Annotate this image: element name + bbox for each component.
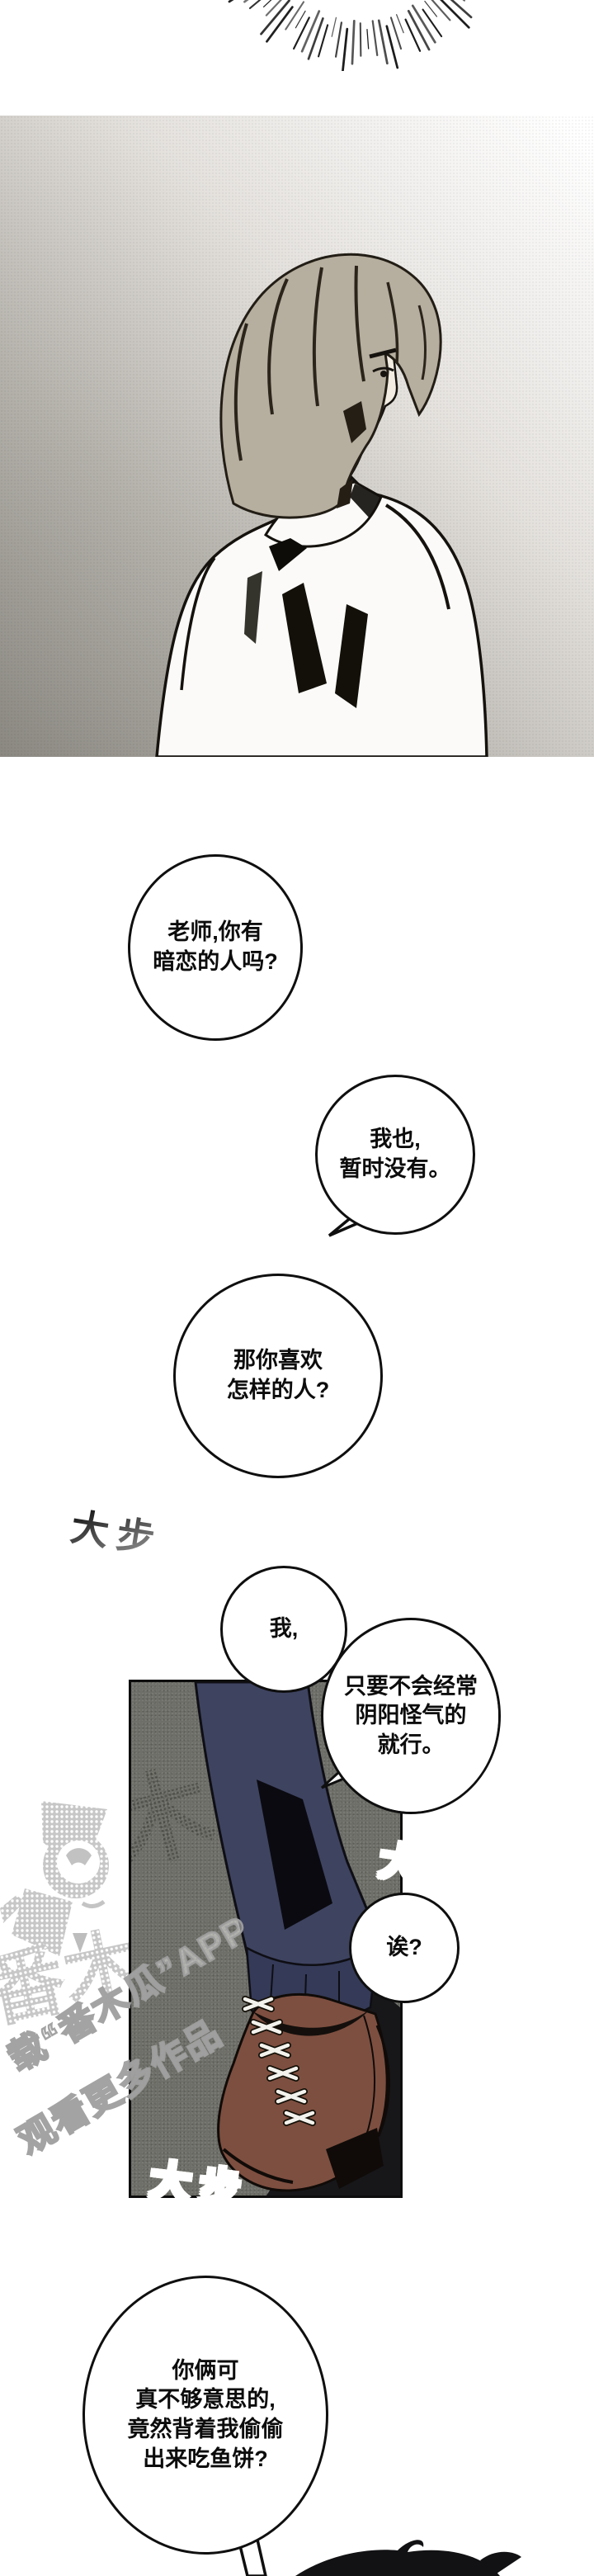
collar-shadow bbox=[269, 538, 307, 571]
bubble-5-line: 阴阳怪气的 bbox=[355, 1703, 467, 1728]
boot-sole-line bbox=[222, 2148, 294, 2184]
hair-shadow bbox=[343, 401, 366, 443]
panel-portrait bbox=[0, 116, 594, 759]
bubble-5-fill bbox=[324, 1621, 498, 1812]
mascot-body bbox=[12, 1888, 73, 1956]
portrait-art bbox=[155, 253, 488, 759]
hair-strand bbox=[267, 278, 289, 415]
nape-shadow bbox=[337, 479, 353, 508]
bubble-4-fill bbox=[224, 1569, 344, 1690]
eye-iris bbox=[380, 371, 387, 377]
eye bbox=[372, 366, 394, 373]
speech-bubble-4-text: 我, bbox=[220, 1566, 347, 1693]
boot-ankle-shadow bbox=[252, 2009, 370, 2036]
bubble-3-line: 怎样的人? bbox=[226, 1378, 330, 1402]
bubble-7-line: 真不够意思的, bbox=[135, 2387, 276, 2413]
bubble-7-line: 出来吃鱼饼? bbox=[143, 2446, 268, 2471]
hair-strand bbox=[386, 281, 399, 364]
bubble-3-line: 那你喜欢 bbox=[233, 1348, 323, 1373]
bubble-6-line: 诶? bbox=[386, 1935, 422, 1960]
bubble-2-line: 我也, bbox=[370, 1127, 421, 1152]
speech-bubble-6: 诶? bbox=[349, 1893, 460, 2003]
sleeve-seam bbox=[384, 503, 450, 610]
speech-bubble-3: 那你喜欢 怎样的人? bbox=[173, 1274, 383, 1478]
collar-shadow bbox=[350, 484, 381, 518]
boot-toecap-line bbox=[375, 2025, 390, 2137]
bubble-7-line: 竟然背着我偷偷 bbox=[127, 2417, 284, 2441]
boot-heel-shadow bbox=[326, 2128, 384, 2189]
bubble-7-line: 你俩可 bbox=[172, 2357, 239, 2383]
bubble-2-line: 暂时没有。 bbox=[339, 1156, 451, 1181]
mascot-pupil bbox=[66, 1848, 92, 1865]
bubble-4-line: 我, bbox=[269, 1616, 299, 1642]
hair-strand bbox=[354, 265, 365, 382]
boot-laces bbox=[242, 1996, 316, 2126]
hair-strand bbox=[417, 305, 427, 380]
bottom-character-hair bbox=[295, 2540, 521, 2576]
shirt-crease bbox=[335, 604, 368, 708]
bubble-1-line: 暗恋的人吗? bbox=[153, 949, 278, 974]
bubble-5-line: 只要不会经常 bbox=[344, 1673, 478, 1699]
speech-bubble-2: 我也, 暂时没有。 bbox=[315, 1075, 475, 1235]
speech-bubble-7: 你俩可 真不够意思的, 竟然背着我偷偷 出来吃鱼饼? bbox=[82, 2276, 328, 2555]
mascot-arm bbox=[0, 1895, 25, 1923]
hair-strand bbox=[312, 267, 323, 407]
mascot-pen-nib bbox=[73, 1933, 87, 1953]
eyebrow bbox=[369, 347, 397, 359]
shirt-crease bbox=[282, 583, 327, 693]
sleeve-seam bbox=[180, 556, 216, 691]
mascot-smile bbox=[81, 1899, 106, 1908]
bubble-1-line: 老师,你有 bbox=[167, 919, 263, 945]
shirt-crease bbox=[244, 571, 262, 644]
sfx-dabu-1: 大步 bbox=[68, 1497, 167, 1566]
watermark-mascot-icon: 番木 bbox=[0, 1801, 151, 2038]
trouser-crease bbox=[257, 1780, 332, 1930]
legs-art: 木瓜 bbox=[131, 1682, 400, 2196]
speech-bubble-1: 老师,你有 暗恋的人吗? bbox=[128, 854, 303, 1041]
hair bbox=[219, 253, 442, 519]
boot-toecap-line bbox=[363, 2015, 376, 2139]
speed-lines-burst bbox=[228, 0, 473, 71]
speech-bubble-5-text: 只要不会经常 阴阳怪气的 就行。 bbox=[321, 1618, 501, 1814]
hair-strand bbox=[233, 323, 248, 461]
bubble-5-line: 就行。 bbox=[377, 1732, 445, 1757]
sfx-dabu-3: 大步 bbox=[147, 2147, 252, 2218]
